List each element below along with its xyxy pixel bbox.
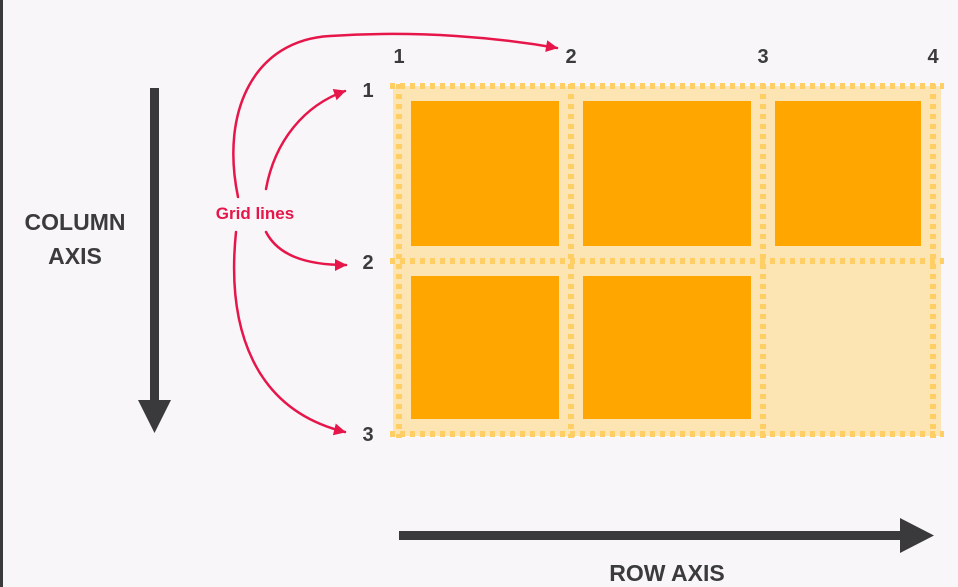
- column-axis-label: COLUMN: [25, 209, 126, 235]
- row-line-numbers: 1 2 3: [362, 80, 373, 446]
- grid-lines-overlay: [390, 83, 944, 438]
- column-axis-label: AXIS: [48, 243, 102, 269]
- grid-item: [583, 276, 751, 419]
- grid-item: [583, 101, 751, 246]
- grid-items: [411, 101, 921, 419]
- left-border: [0, 0, 3, 587]
- column-line-number: 4: [927, 46, 939, 68]
- grid-lines-annotation-arrows: [232, 32, 559, 436]
- column-line-number: 2: [565, 46, 576, 68]
- row-axis-label: ROW AXIS: [609, 560, 724, 586]
- row-line-number: 1: [362, 80, 373, 102]
- row-line-number: 3: [362, 424, 373, 446]
- row-line-number: 2: [362, 252, 373, 274]
- row-axis-arrow: [399, 518, 934, 553]
- column-line-number: 3: [757, 46, 768, 68]
- column-line-numbers: 1 2 3 4: [393, 46, 939, 68]
- arrow-to-column-line-2: [232, 32, 559, 199]
- arrow-to-row-line-2: [264, 230, 348, 271]
- grid-item: [411, 101, 559, 246]
- arrow-to-row-line-1: [264, 88, 347, 191]
- column-axis-arrow: [138, 88, 171, 433]
- arrow-to-row-line-3: [232, 230, 347, 436]
- grid-item: [411, 276, 559, 419]
- grid-lines-label: Grid lines: [216, 204, 294, 223]
- grid-item: [775, 101, 921, 246]
- column-line-number: 1: [393, 46, 404, 68]
